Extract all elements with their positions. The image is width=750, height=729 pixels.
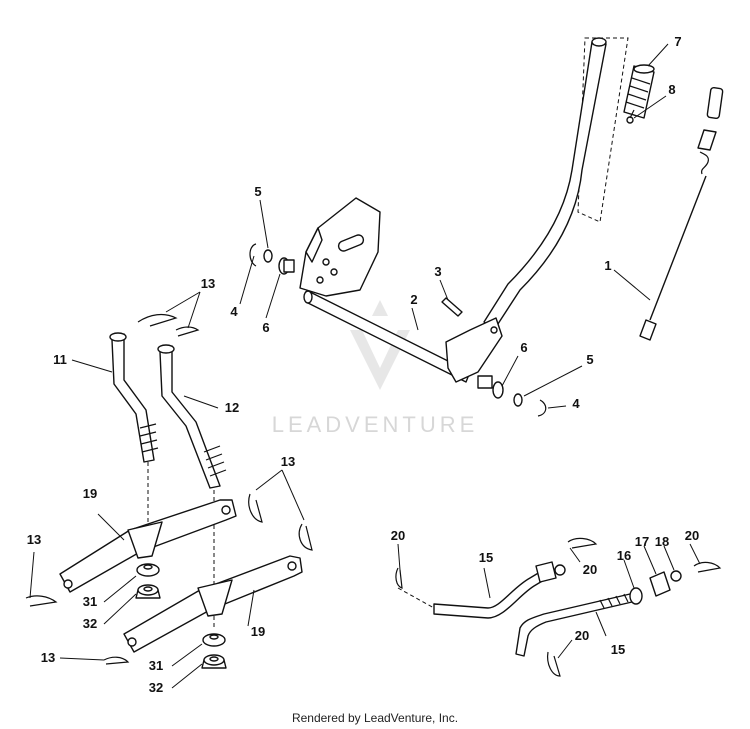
- callout-15: 15: [611, 642, 625, 657]
- lift-arm-lower: [123, 555, 303, 653]
- callout-8: 8: [668, 82, 675, 97]
- lift-arm-upper: [59, 499, 237, 593]
- watermark-text: LEADVENTURE: [272, 412, 479, 437]
- lift-link-left: [109, 332, 159, 463]
- cotter-pin: [441, 297, 463, 317]
- callout-13: 13: [41, 650, 55, 665]
- callout-20: 20: [685, 528, 699, 543]
- leader-lines: [29, 43, 701, 689]
- callout-18: 18: [655, 534, 669, 549]
- callout-12: 12: [225, 400, 239, 415]
- callout-13: 13: [281, 454, 295, 469]
- callout-3: 3: [434, 264, 441, 279]
- callout-1: 1: [604, 258, 611, 273]
- adjuster-rod: [639, 86, 724, 341]
- callout-31: 31: [149, 658, 163, 673]
- callout-4: 4: [230, 304, 238, 319]
- ferrule-hardware: [629, 570, 682, 605]
- footer-credit: Rendered by LeadVenture, Inc.: [292, 711, 458, 725]
- callout-13: 13: [27, 532, 41, 547]
- callout-11: 11: [53, 352, 67, 367]
- callout-6: 6: [262, 320, 269, 335]
- callout-20: 20: [391, 528, 405, 543]
- callout-16: 16: [617, 548, 631, 563]
- washer-nut-upper: [135, 563, 161, 599]
- washer-nut-lower: [201, 633, 227, 669]
- grip-screw: [626, 109, 635, 124]
- callout-20: 20: [583, 562, 597, 577]
- right-shaft-hardware: [477, 375, 547, 417]
- callout-4: 4: [572, 396, 580, 411]
- handle-grip: [623, 64, 655, 119]
- lift-link-right: [157, 344, 227, 489]
- small-clips: [395, 537, 722, 677]
- callouts: 1 2 3 4 4 5 5 6 6 7 8 11 12 13 13 13 13 …: [27, 34, 699, 695]
- callout-7: 7: [674, 34, 681, 49]
- callout-19: 19: [251, 624, 265, 639]
- callout-31: 31: [83, 594, 97, 609]
- callout-17: 17: [635, 534, 649, 549]
- hairpin-clips: [25, 313, 313, 665]
- rod-upper: [433, 561, 566, 619]
- callout-5: 5: [254, 184, 261, 199]
- callout-5: 5: [586, 352, 593, 367]
- callout-13: 13: [201, 276, 215, 291]
- callout-32: 32: [149, 680, 163, 695]
- callout-2: 2: [410, 292, 417, 307]
- cross-shaft: [303, 290, 503, 383]
- callout-6: 6: [520, 340, 527, 355]
- left-shaft-hardware: [249, 243, 295, 275]
- lift-handle: [483, 37, 607, 331]
- callout-20: 20: [575, 628, 589, 643]
- callout-19: 19: [83, 486, 97, 501]
- callout-15: 15: [479, 550, 493, 565]
- bracket-plate: [299, 197, 381, 297]
- callout-32: 32: [83, 616, 97, 631]
- rod-upper-dash: [397, 587, 435, 609]
